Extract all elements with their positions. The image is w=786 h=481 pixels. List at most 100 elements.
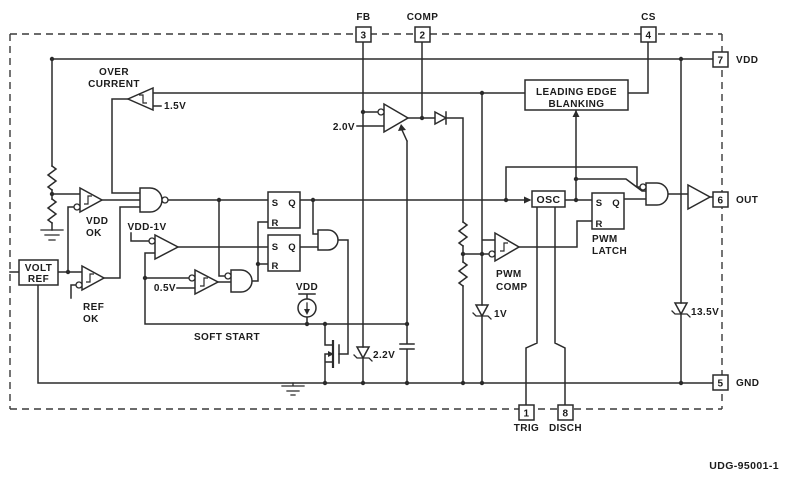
osc-label: OSC	[537, 194, 561, 206]
pin-disch-number: 8	[563, 409, 569, 420]
pin-vdd-number: 7	[718, 56, 724, 67]
ground-icon	[281, 382, 305, 396]
pwm-clamp-label: 1V	[494, 309, 507, 320]
fault-latch-s: S	[272, 198, 279, 209]
oc-threshold-label: 1.5V	[164, 101, 186, 112]
osc-trigger-arrow	[524, 196, 532, 204]
pin-comp: COMP 2	[407, 12, 439, 43]
vdd-clamp-zener	[671, 302, 691, 318]
ss-latch-r: R	[271, 261, 278, 272]
ground-icon	[40, 229, 64, 241]
pin-cs-label: CS	[641, 12, 656, 23]
inverted-input-bubble	[639, 183, 647, 191]
pwm-latch-label-line2: LATCH	[592, 246, 627, 257]
error-amplifier	[377, 102, 410, 134]
blanking-input-arrow	[572, 110, 580, 117]
nand-output-bubble	[161, 196, 169, 204]
inverting-input-bubble	[148, 237, 156, 245]
volt-ref-block	[18, 259, 59, 286]
pin-vdd-label: VDD	[736, 55, 758, 66]
pin-fb: FB 3	[355, 12, 372, 43]
ss-clamp-label: 2.2V	[373, 350, 395, 361]
pin-comp-number: 2	[420, 31, 426, 42]
soft-start-mosfet	[324, 323, 340, 384]
osc-block	[531, 190, 566, 208]
value-labels: 1.5V 2.0V VDD-1V 0.5V 2.2V 1V 13.5V VDD	[127, 101, 718, 361]
inverting-input-bubble	[488, 250, 496, 258]
vdd-sense-resistor-lower	[46, 197, 58, 225]
pwm-comp-label-line2: COMP	[496, 282, 528, 293]
inverting-input-bubble	[73, 203, 81, 211]
latch-letters: S Q R S Q R S Q R	[271, 198, 619, 272]
pin-cs: CS 4	[640, 12, 657, 43]
arrowheads	[524, 110, 580, 204]
pin-out: 6 OUT	[712, 191, 758, 208]
ground-symbols	[40, 229, 305, 396]
pin-trig-label: TRIG	[514, 423, 540, 434]
pwm-clamp-zener	[472, 304, 492, 320]
soft-start-comparator	[188, 268, 220, 296]
leading-edge-blanking-block	[524, 79, 629, 111]
mosfet-body-arrow	[328, 351, 334, 357]
pin-disch-label: DISCH	[549, 423, 582, 434]
error-amp-diode	[434, 110, 448, 126]
soft-start-reset-and-gate	[224, 269, 253, 293]
pwm-latch-q: Q	[612, 198, 620, 209]
pwm-latch-r: R	[595, 219, 602, 230]
inverting-input-bubble	[188, 274, 196, 282]
pin-out-label: OUT	[736, 195, 758, 206]
ref-ok-label-line2: OK	[83, 314, 99, 325]
pwm-divider-resistor-lower	[457, 260, 469, 288]
inverting-input-bubble	[377, 108, 385, 116]
over-current-label-line1: OVER	[99, 67, 129, 78]
vdd-ok-comparator	[73, 186, 104, 214]
pwm-latch-s: S	[596, 198, 603, 209]
ref-ok-comparator	[75, 264, 106, 292]
inverting-input-bubble	[75, 281, 83, 289]
pwm-latch-label-line1: PWM	[592, 234, 618, 245]
soft-start-current-source	[297, 298, 317, 318]
pin-gnd-label: GND	[736, 378, 759, 389]
over-current-label-line2: CURRENT	[88, 79, 140, 90]
soft-start-label: SOFT START	[194, 332, 260, 343]
pin-out-number: 6	[718, 196, 724, 207]
pwm-latch	[591, 192, 625, 230]
uvlo-comparator	[148, 233, 180, 261]
pwm-comp-label-line1: PWM	[496, 269, 522, 280]
fault-latch-r: R	[271, 218, 278, 229]
pin-fb-number: 3	[361, 31, 367, 42]
wires	[9, 41, 714, 406]
volt-ref-label-line2: REF	[28, 274, 49, 285]
ss-threshold-label: 0.5V	[154, 283, 176, 294]
pwm-divider-resistor-upper	[457, 220, 469, 248]
soft-start-and-gate	[317, 229, 339, 251]
soft-start-latch	[267, 234, 301, 272]
pin-fb-label: FB	[356, 12, 370, 23]
pin-vdd: 7 VDD	[712, 51, 758, 68]
ref-ok-label-line1: REF	[83, 302, 104, 313]
leb-label-line2: BLANKING	[549, 99, 605, 110]
resistors	[46, 164, 469, 288]
ss-latch-q: Q	[288, 242, 296, 253]
soft-start-clamp-zener	[353, 346, 373, 362]
fault-latch-q: Q	[288, 198, 296, 209]
ss-latch-s: S	[272, 242, 279, 253]
inverted-input-bubble	[224, 272, 232, 280]
vdd-sense-resistor-upper	[46, 164, 58, 192]
pin-disch: 8 DISCH	[549, 404, 582, 434]
over-current-comparator	[126, 86, 154, 112]
fault-nand-gate	[139, 187, 169, 213]
output-buffer	[687, 183, 712, 211]
pin-gnd-number: 5	[718, 379, 724, 390]
fault-latch	[267, 191, 301, 229]
pin-gnd: 5 GND	[712, 374, 759, 391]
junction-dots	[49, 56, 684, 386]
figure-id: UDG-95001-1	[709, 460, 779, 472]
ea-reference-label: 2.0V	[333, 122, 355, 133]
pin-trig-number: 1	[524, 409, 530, 420]
vdd-ok-label-line2: OK	[86, 228, 102, 239]
pin-trig: 1 TRIG	[514, 404, 540, 434]
pin-comp-label: COMP	[407, 12, 439, 23]
